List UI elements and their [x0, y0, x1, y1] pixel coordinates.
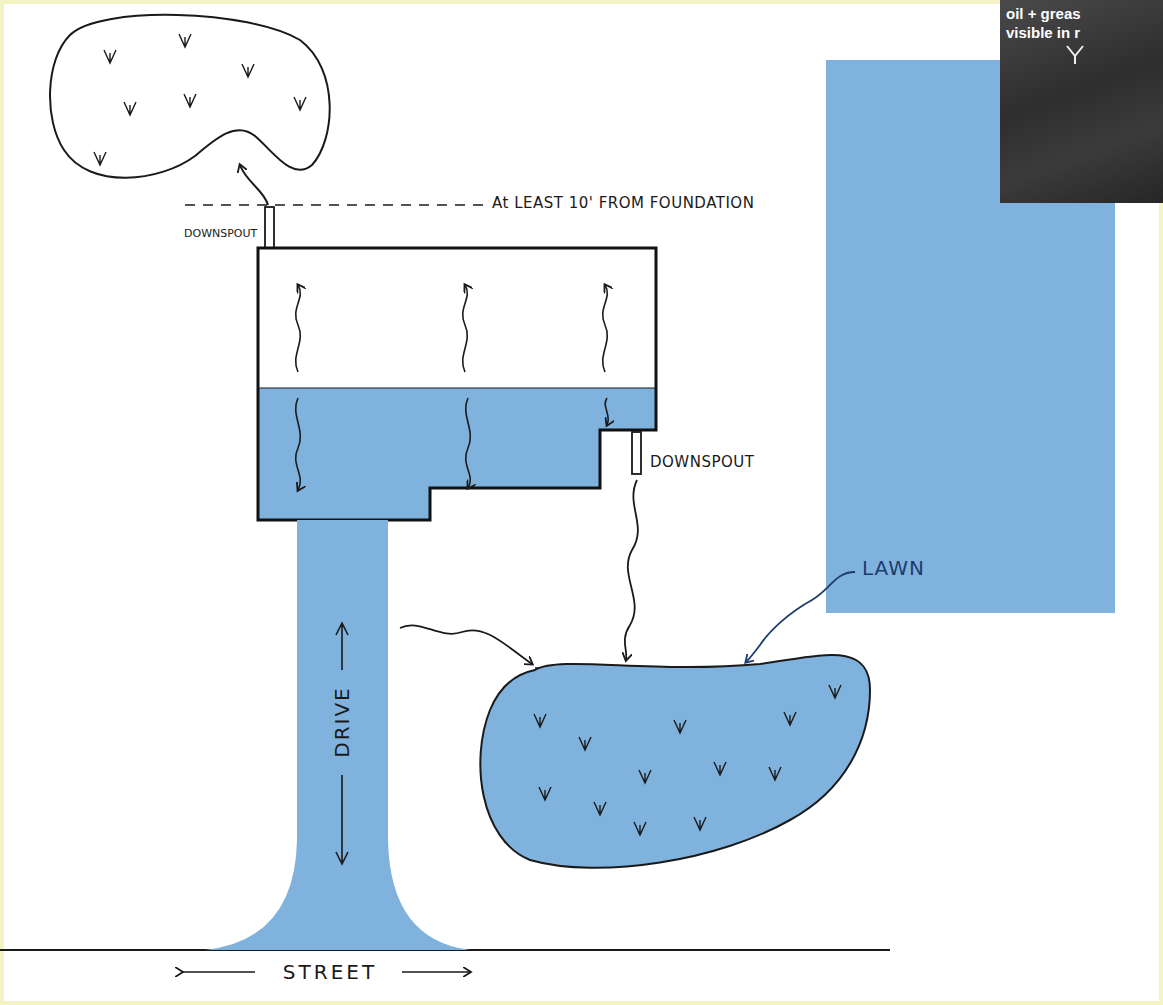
driveway-fill — [205, 520, 470, 950]
downspout-pipe — [265, 207, 274, 248]
house-footprint — [258, 248, 656, 520]
direction-arrow — [336, 775, 348, 864]
direction-arrow — [182, 971, 255, 973]
driveway: DRIVE — [205, 520, 470, 952]
photo-caption: oil + greas visible in r — [1000, 0, 1112, 42]
downspout-label: DOWNSPOUT — [650, 453, 754, 471]
roof-flow-arrows — [296, 285, 609, 490]
flow-arrow — [400, 625, 532, 664]
distance-line — [185, 204, 485, 206]
direction-arrow — [402, 971, 470, 973]
photo-mark-stroke — [1067, 46, 1083, 64]
street-label: STREET — [262, 960, 398, 984]
distance-note: At LEAST 10' FROM FOUNDATION — [492, 194, 754, 212]
driveway-label: DRIVE — [330, 686, 354, 758]
leader-line — [746, 572, 855, 662]
flow-arrow — [625, 480, 638, 660]
downspout-label: DOWNSPOUT — [184, 227, 257, 240]
flow-arrow — [240, 165, 268, 205]
direction-arrow — [336, 623, 348, 670]
lawn-area-front — [480, 655, 870, 868]
photo-inset: oil + greas visible in r — [1000, 0, 1163, 203]
lawn-label: LAWN — [862, 556, 925, 580]
lawn-area-rear — [50, 15, 330, 178]
downspout-pipe — [632, 432, 641, 474]
